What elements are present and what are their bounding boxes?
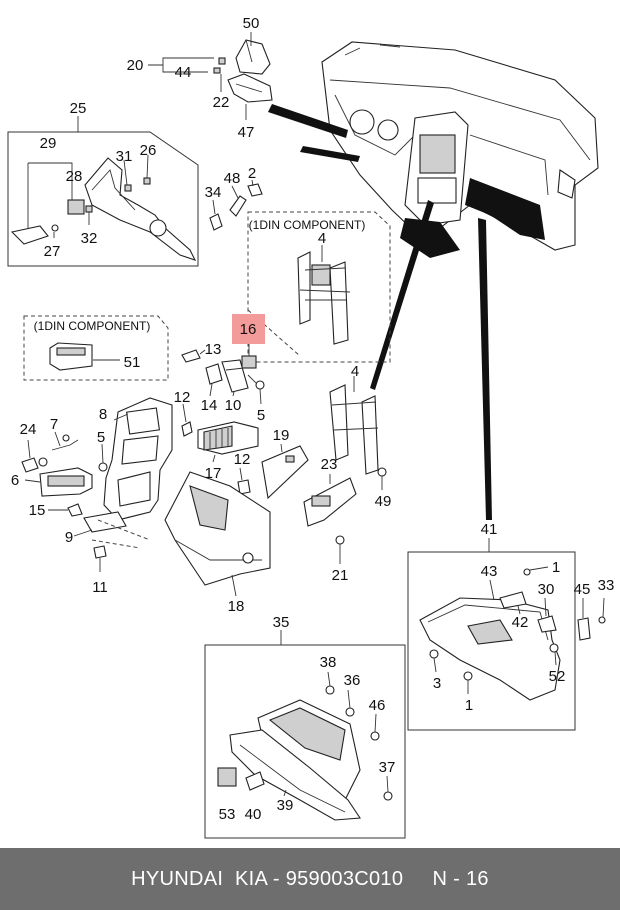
label-13: 13	[205, 341, 222, 358]
label-2: 2	[248, 165, 256, 182]
parts-13-14-10-5	[181, 349, 265, 405]
label-11: 11	[92, 579, 108, 596]
label-17: 17	[205, 465, 222, 482]
footer-bar: HYUNDAI KIA - 959003C010 N - 16	[0, 848, 620, 910]
part-8-center-fascia	[103, 397, 173, 521]
label-8: 8	[99, 406, 107, 423]
label-41: 41	[481, 521, 498, 538]
part-16-highlight	[232, 314, 265, 369]
parts-45-33	[577, 597, 606, 641]
label-50: 50	[243, 15, 260, 32]
label-7: 7	[50, 416, 58, 433]
label-3: 3	[433, 675, 441, 692]
part-number-labels: 50 20 44 22 47 25 29 31 26 28 32 27 34 4…	[11, 15, 615, 823]
parts-34-48-2	[209, 179, 263, 231]
label-5-upper: 5	[257, 407, 265, 424]
label-43: 43	[481, 563, 498, 580]
part-4-bracket	[329, 376, 379, 475]
label-53: 53	[219, 806, 236, 823]
label-31: 31	[116, 148, 133, 165]
label-48: 48	[224, 170, 241, 187]
box-41-lower-trim	[407, 538, 576, 731]
label-27: 27	[44, 243, 61, 260]
label-4-middle: 4	[351, 363, 359, 380]
leader-wedges	[268, 104, 492, 520]
label-1-top: 1	[552, 559, 560, 576]
label-22: 22	[213, 94, 230, 111]
label-19: 19	[273, 427, 290, 444]
label-6: 6	[11, 472, 19, 489]
label-10: 10	[225, 397, 242, 414]
label-33: 33	[598, 577, 615, 594]
box-1din-bracket	[247, 211, 391, 363]
box-35-glove-box	[204, 630, 406, 839]
part-50-cover	[235, 32, 271, 75]
parts-12-17-12	[181, 403, 259, 495]
label-36: 36	[344, 672, 361, 689]
label-39: 39	[277, 797, 294, 814]
label-42: 42	[512, 614, 529, 631]
label-24: 24	[20, 421, 37, 438]
label-52: 52	[549, 668, 566, 685]
label-51: 51	[124, 354, 141, 371]
label-1-bottom: 1	[465, 697, 473, 714]
label-4-top: 4	[318, 230, 326, 247]
box-title-1din-left: (1DIN COMPONENT)	[34, 319, 151, 333]
dashboard-illustration	[321, 41, 599, 258]
label-34: 34	[205, 184, 222, 201]
label-15: 15	[29, 502, 46, 519]
label-38: 38	[320, 654, 337, 671]
box-1din-unit	[23, 315, 169, 381]
footer-part-number: HYUNDAI KIA - 959003C010 N - 16	[131, 867, 489, 890]
label-5-left: 5	[97, 429, 105, 446]
label-44: 44	[175, 64, 192, 81]
label-29: 29	[40, 135, 57, 152]
label-49: 49	[375, 493, 392, 510]
label-37: 37	[379, 759, 396, 776]
label-30: 30	[538, 581, 555, 598]
label-14: 14	[201, 397, 218, 414]
label-12-upper: 12	[174, 389, 191, 406]
label-20: 20	[127, 57, 144, 74]
label-21: 21	[332, 567, 349, 584]
label-45: 45	[574, 581, 591, 598]
label-47: 47	[238, 124, 255, 141]
parts-24-7-5-6	[21, 431, 108, 497]
label-16: 16	[240, 321, 257, 338]
label-46: 46	[369, 697, 386, 714]
label-35: 35	[273, 614, 290, 631]
part-18-console	[164, 471, 345, 597]
part-44-20-clips	[148, 57, 226, 92]
label-28: 28	[66, 168, 83, 185]
label-12-lower: 12	[234, 451, 251, 468]
box-25-cluster-trim	[7, 116, 199, 267]
label-18: 18	[228, 598, 245, 615]
parts-diagram: 50 20 44 22 47 25 29 31 26 28 32 27 34 4…	[7, 15, 615, 839]
label-32: 32	[81, 230, 98, 247]
parts-19-23-49	[261, 443, 387, 527]
label-23: 23	[321, 456, 338, 473]
part-47-bracket	[227, 73, 273, 120]
label-9: 9	[65, 529, 73, 546]
label-25: 25	[70, 100, 87, 117]
parts-15-9-11	[48, 503, 151, 572]
label-26: 26	[140, 142, 157, 159]
label-40: 40	[245, 806, 262, 823]
box-title-1din-right: (1DIN COMPONENT)	[249, 218, 366, 232]
